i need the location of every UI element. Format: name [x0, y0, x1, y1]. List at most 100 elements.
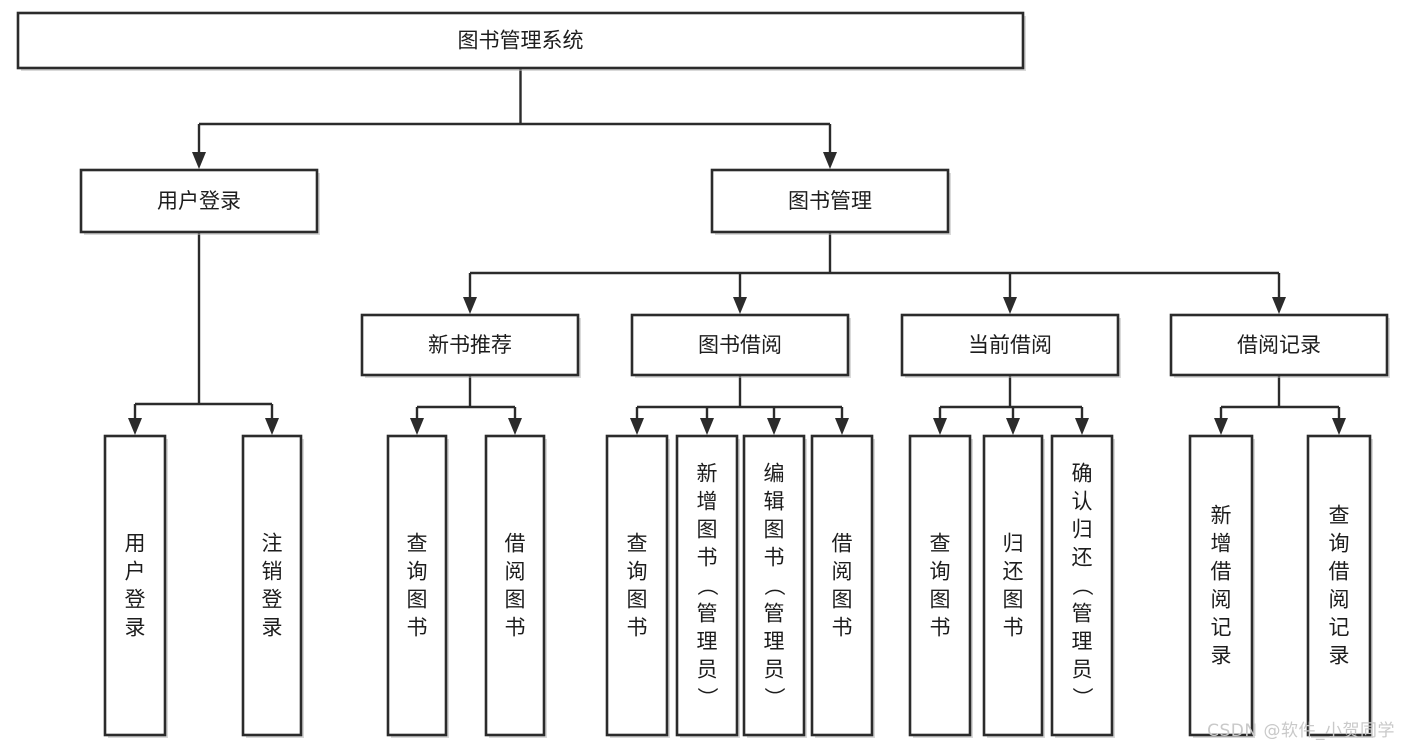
node-label-char: 图 — [505, 588, 526, 612]
arrow-head-icon — [630, 418, 644, 435]
node-box[interactable] — [710, 168, 950, 234]
node-label-char: 询 — [930, 560, 951, 584]
arrow-head-icon — [823, 152, 837, 169]
node-label-char: 查 — [407, 532, 428, 556]
node-label-char: ） — [1070, 687, 1094, 708]
node-label-char: 员 — [1072, 658, 1093, 682]
node-box[interactable] — [900, 313, 1120, 377]
arrow-head-icon — [835, 418, 849, 435]
node-label-char: 借 — [1211, 560, 1232, 584]
node-label-char: 认 — [1072, 490, 1093, 514]
node-box[interactable] — [360, 313, 580, 377]
connector-layer — [128, 68, 1346, 435]
node-label-char: 管 — [764, 602, 785, 626]
node-label-char: 员 — [697, 658, 718, 682]
node-box[interactable] — [103, 434, 167, 737]
node-label-char: 归 — [1003, 532, 1024, 556]
node-root-0[interactable]: 图书管理系统 — [16, 11, 1026, 71]
node-label-char: 书 — [697, 546, 718, 570]
node-label-char: 登 — [125, 588, 146, 612]
node-label-char: 新 — [1211, 504, 1232, 528]
node-label-char: 管 — [1072, 602, 1093, 626]
node-label: 当前借阅 — [968, 333, 1052, 357]
node-box[interactable] — [1169, 313, 1389, 377]
node-label-char: ） — [762, 687, 786, 708]
node-box[interactable] — [79, 168, 319, 234]
node-label-char: 阅 — [505, 560, 526, 584]
node-box[interactable] — [16, 11, 1025, 70]
node-label-char: 询 — [627, 560, 648, 584]
arrow-head-icon — [410, 418, 424, 435]
node-label-char: 确 — [1072, 462, 1093, 486]
arrow-head-icon — [463, 297, 477, 314]
node-level3-1[interactable]: 图书借阅 — [630, 313, 851, 378]
node-label-char: 员 — [764, 658, 785, 682]
node-label-char: 图 — [697, 518, 718, 542]
node-label-char: 理 — [764, 630, 785, 654]
node-box[interactable] — [484, 434, 546, 737]
watermark-text: CSDN @软件_小贺同学 — [1207, 721, 1395, 741]
node-box[interactable] — [1050, 434, 1114, 737]
arrow-head-icon — [1003, 297, 1017, 314]
node-label-char: 书 — [1003, 616, 1024, 640]
node-box[interactable] — [241, 434, 303, 737]
node-label-char: 询 — [407, 560, 428, 584]
node-box[interactable] — [908, 434, 972, 737]
node-label-char: 注 — [262, 532, 283, 556]
node-label-char: 图 — [930, 588, 951, 612]
node-label-char: 图 — [764, 518, 785, 542]
node-label-char: 询 — [1329, 532, 1350, 556]
node-label-char: 户 — [125, 560, 146, 584]
node-box[interactable] — [1306, 434, 1372, 737]
node-label-char: 录 — [1211, 644, 1232, 668]
node-level2-0[interactable]: 用户登录 — [79, 168, 320, 235]
node-label-char: 书 — [627, 616, 648, 640]
node-box[interactable] — [386, 434, 448, 737]
node-label-char: 用 — [125, 532, 146, 556]
node-leaf-0[interactable]: 用户登录 — [103, 434, 168, 738]
node-box[interactable] — [1188, 434, 1254, 737]
node-label-char: 记 — [1211, 616, 1232, 640]
node-label-char: 书 — [407, 616, 428, 640]
node-level2-1[interactable]: 图书管理 — [710, 168, 951, 235]
node-label-char: 阅 — [1211, 588, 1232, 612]
node-level3-3[interactable]: 借阅记录 — [1169, 313, 1390, 378]
node-label: 用户登录 — [157, 189, 241, 213]
arrow-head-icon — [1332, 418, 1346, 435]
node-label-char: 图 — [832, 588, 853, 612]
node-label-char: 增 — [697, 490, 718, 514]
node-label-char: 图 — [407, 588, 428, 612]
arrow-head-icon — [1214, 418, 1228, 435]
node-box[interactable] — [982, 434, 1044, 737]
node-label-char: 记 — [1329, 616, 1350, 640]
node-box[interactable] — [630, 313, 850, 377]
node-box[interactable] — [742, 434, 806, 737]
node-label-char: （ — [762, 575, 786, 596]
node-label: 新书推荐 — [428, 333, 512, 357]
node-label-char: ） — [695, 687, 719, 708]
node-label-char: 增 — [1211, 532, 1232, 556]
node-label-char: 登 — [262, 588, 283, 612]
arrow-head-icon — [733, 297, 747, 314]
node-box[interactable] — [810, 434, 874, 737]
node-label-char: 阅 — [1329, 588, 1350, 612]
node-label-char: 书 — [930, 616, 951, 640]
node-label-char: 新 — [697, 462, 718, 486]
node-label: 图书管理系统 — [458, 29, 584, 53]
node-box[interactable] — [675, 434, 739, 737]
node-level3-0[interactable]: 新书推荐 — [360, 313, 581, 378]
node-box[interactable] — [605, 434, 669, 737]
node-level3-2[interactable]: 当前借阅 — [900, 313, 1121, 378]
